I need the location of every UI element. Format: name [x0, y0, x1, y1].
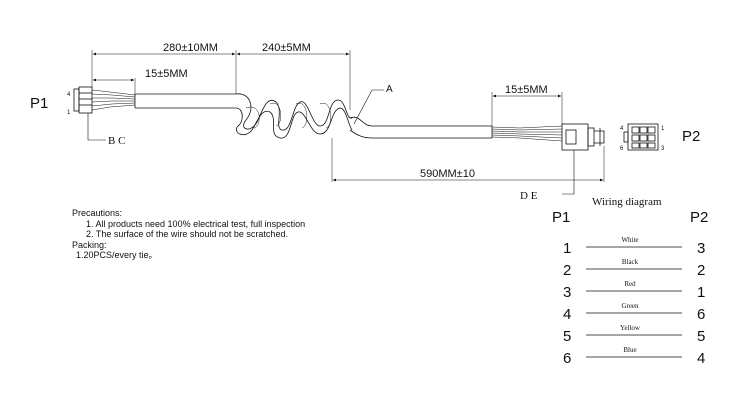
- wiring-p1-pin: 5: [563, 328, 571, 345]
- p1-pin-top-label: 4: [67, 92, 71, 98]
- wiring-p2-pin: 4: [697, 350, 705, 367]
- wiring-p2-pin: 6: [697, 306, 705, 323]
- wiring-color-label: White: [621, 236, 638, 244]
- wiring-p2-pin: 1: [697, 284, 705, 301]
- dim-280-text: 280±10MM: [163, 42, 218, 54]
- p2-connector-side: [561, 123, 605, 151]
- dimension-lines: [92, 52, 604, 182]
- wiring-color-label: Yellow: [620, 324, 641, 332]
- precaution-item-1: 1. All products need 100% electrical tes…: [86, 218, 306, 229]
- callout-de-text: D E: [520, 190, 538, 202]
- p2-pin-bottom-left-label: 6: [620, 146, 624, 152]
- wiring-row: 3 Red 1: [563, 280, 705, 301]
- callout-leaders: [87, 89, 575, 195]
- packing-title: Packing:: [72, 239, 107, 250]
- dimension-extension-lines: [91, 50, 605, 182]
- wiring-color-label: Blue: [623, 346, 636, 354]
- wiring-color-label: Black: [622, 258, 639, 266]
- wiring-row: 1 White 3: [563, 236, 705, 257]
- dim-590-text: 590MM±10: [420, 168, 475, 180]
- p1-connector: [73, 86, 93, 114]
- wiring-p1-pin: 1: [563, 240, 571, 257]
- wiring-title: Wiring diagram: [592, 196, 662, 208]
- precautions-title: Precautions:: [72, 208, 123, 218]
- wiring-p1-pin: 6: [563, 350, 571, 367]
- wiring-p1-pin: 4: [563, 306, 571, 323]
- p1-pin-bottom-label: 1: [67, 110, 71, 116]
- notes-block: Precautions: 1. All products need 100% e…: [72, 208, 402, 261]
- wiring-p2-header: P2: [690, 209, 708, 226]
- p1-wire-fan: [91, 89, 136, 111]
- wiring-p2-pin: 5: [697, 328, 705, 345]
- cable-jacket-left: [134, 93, 236, 109]
- wiring-p1-header: P1: [552, 209, 570, 226]
- wiring-color-label: Red: [624, 280, 636, 288]
- p2-wire-fan: [491, 125, 563, 142]
- precaution-item-2: 2. The surface of the wire should not be…: [86, 229, 288, 240]
- packing-item: 1.20PCS/every tie。: [76, 250, 158, 261]
- wiring-p1-pin: 2: [563, 262, 571, 279]
- callout-bc-text: B C: [108, 135, 125, 147]
- cable-jacket-right: [349, 116, 493, 139]
- p2-connector-front: [623, 123, 659, 151]
- leader-de: [562, 150, 575, 195]
- wiring-p1-pin: 3: [563, 284, 571, 301]
- wiring-row: 2 Black 2: [563, 258, 705, 279]
- wiring-p2-pin: 2: [697, 262, 705, 279]
- p2-pin-top-right-label: 1: [661, 126, 665, 132]
- wiring-p2-pin: 3: [697, 240, 705, 257]
- dim-15-right-text: 15±5MM: [505, 84, 548, 96]
- dim-15-left-text: 15±5MM: [145, 68, 188, 80]
- p2-label: P2: [682, 128, 700, 145]
- p2-pin-bottom-right-label: 3: [661, 146, 665, 152]
- leader-a: [353, 89, 384, 125]
- dim-240-text: 240±5MM: [262, 42, 311, 54]
- wiring-color-label: Green: [621, 302, 639, 310]
- p1-label: P1: [30, 95, 48, 112]
- wiring-row: 6 Blue 4: [563, 346, 705, 367]
- callout-a-text: A: [386, 84, 393, 95]
- leader-bc: [87, 113, 106, 141]
- coiled-section: [235, 93, 353, 139]
- wiring-row: 4 Green 6: [563, 302, 705, 323]
- wiring-row: 5 Yellow 5: [563, 324, 705, 345]
- p2-pin-top-left-label: 4: [620, 126, 624, 132]
